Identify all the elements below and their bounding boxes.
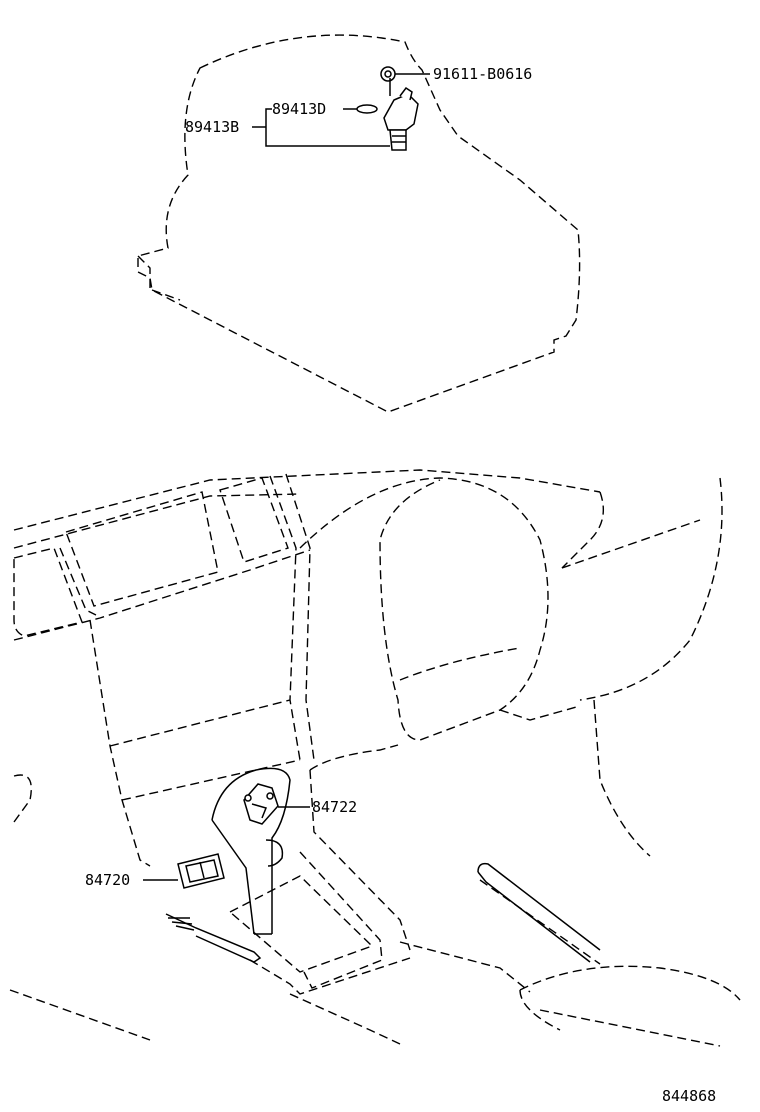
dashboard-outline — [13, 469, 723, 867]
callout-shift-lock-switch: 84722 — [312, 798, 357, 816]
callout-sensor-assembly: 89413B — [185, 118, 239, 136]
callout-o-ring: 89413D — [272, 100, 326, 118]
shift-lock-switch-part — [243, 783, 279, 825]
center-console — [9, 744, 721, 1047]
callout-clip: 91611-B0616 — [433, 65, 532, 83]
seat-outline — [299, 477, 741, 1031]
parking-brake-lever — [477, 862, 601, 963]
switch-connector-part — [177, 853, 225, 889]
figure-number: 844868 — [662, 1087, 716, 1105]
wire-harness — [165, 913, 262, 963]
clip-part — [380, 66, 396, 82]
o-ring-part — [356, 104, 378, 114]
transmission-case — [137, 34, 581, 413]
callout-switch-connector: 84720 — [85, 871, 130, 889]
shift-lever — [211, 767, 291, 935]
speed-sensor-part — [383, 78, 419, 151]
